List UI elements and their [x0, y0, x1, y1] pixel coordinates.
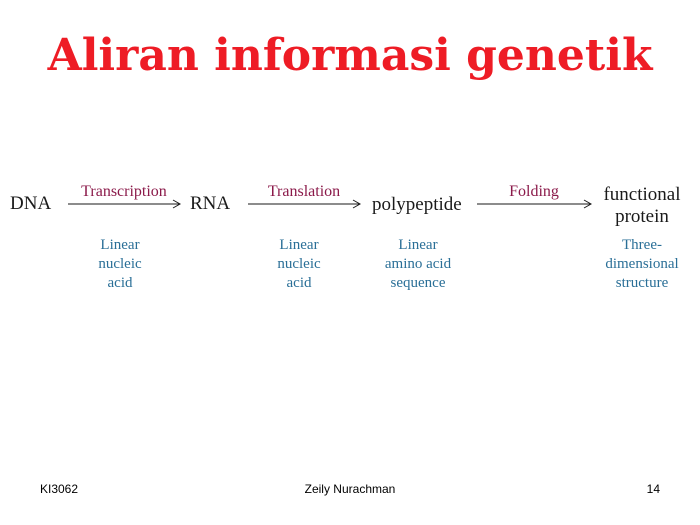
desc-rna-line2: nucleic: [277, 256, 321, 272]
arrow-transcription: [68, 199, 182, 209]
arrow-translation: [248, 199, 362, 209]
node-rna: RNA: [190, 193, 231, 214]
process-folding: Folding: [509, 183, 559, 200]
desc-polypeptide-line3: sequence: [390, 275, 446, 291]
desc-rna: Linear nucleic acid: [259, 236, 339, 293]
desc-polypeptide-line1: Linear: [398, 237, 438, 253]
desc-dna-line3: acid: [107, 275, 133, 291]
desc-dna: Linear nucleic acid: [80, 236, 160, 293]
node-functional-line2: protein: [615, 206, 669, 227]
desc-dna-line1: Linear: [100, 237, 140, 253]
node-dna: DNA: [10, 193, 52, 214]
process-translation: Translation: [267, 183, 341, 200]
footer-author: Zeily Nurachman: [304, 482, 396, 496]
footer-page-number: 14: [646, 482, 660, 496]
desc-polypeptide: Linear amino acid sequence: [368, 236, 468, 293]
desc-dna-line2: nucleic: [98, 256, 142, 272]
node-polypeptide: polypeptide: [372, 194, 462, 215]
node-functional-line1: functional: [603, 184, 681, 205]
desc-rna-line1: Linear: [279, 237, 319, 253]
process-transcription: Transcription: [81, 183, 167, 200]
arrow-folding: [477, 199, 593, 209]
desc-protein-line2: dimensional: [605, 256, 679, 272]
desc-protein: Three- dimensional structure: [594, 236, 690, 293]
desc-protein-line3: structure: [615, 275, 669, 291]
desc-rna-line3: acid: [286, 275, 312, 291]
desc-protein-line1: Three-: [622, 237, 662, 253]
desc-polypeptide-line2: amino acid: [384, 256, 452, 272]
footer-course-code: KI3062: [40, 482, 79, 496]
slide-title: Aliran informasi genetik: [47, 30, 653, 81]
node-functional-protein: functional protein: [596, 184, 688, 228]
